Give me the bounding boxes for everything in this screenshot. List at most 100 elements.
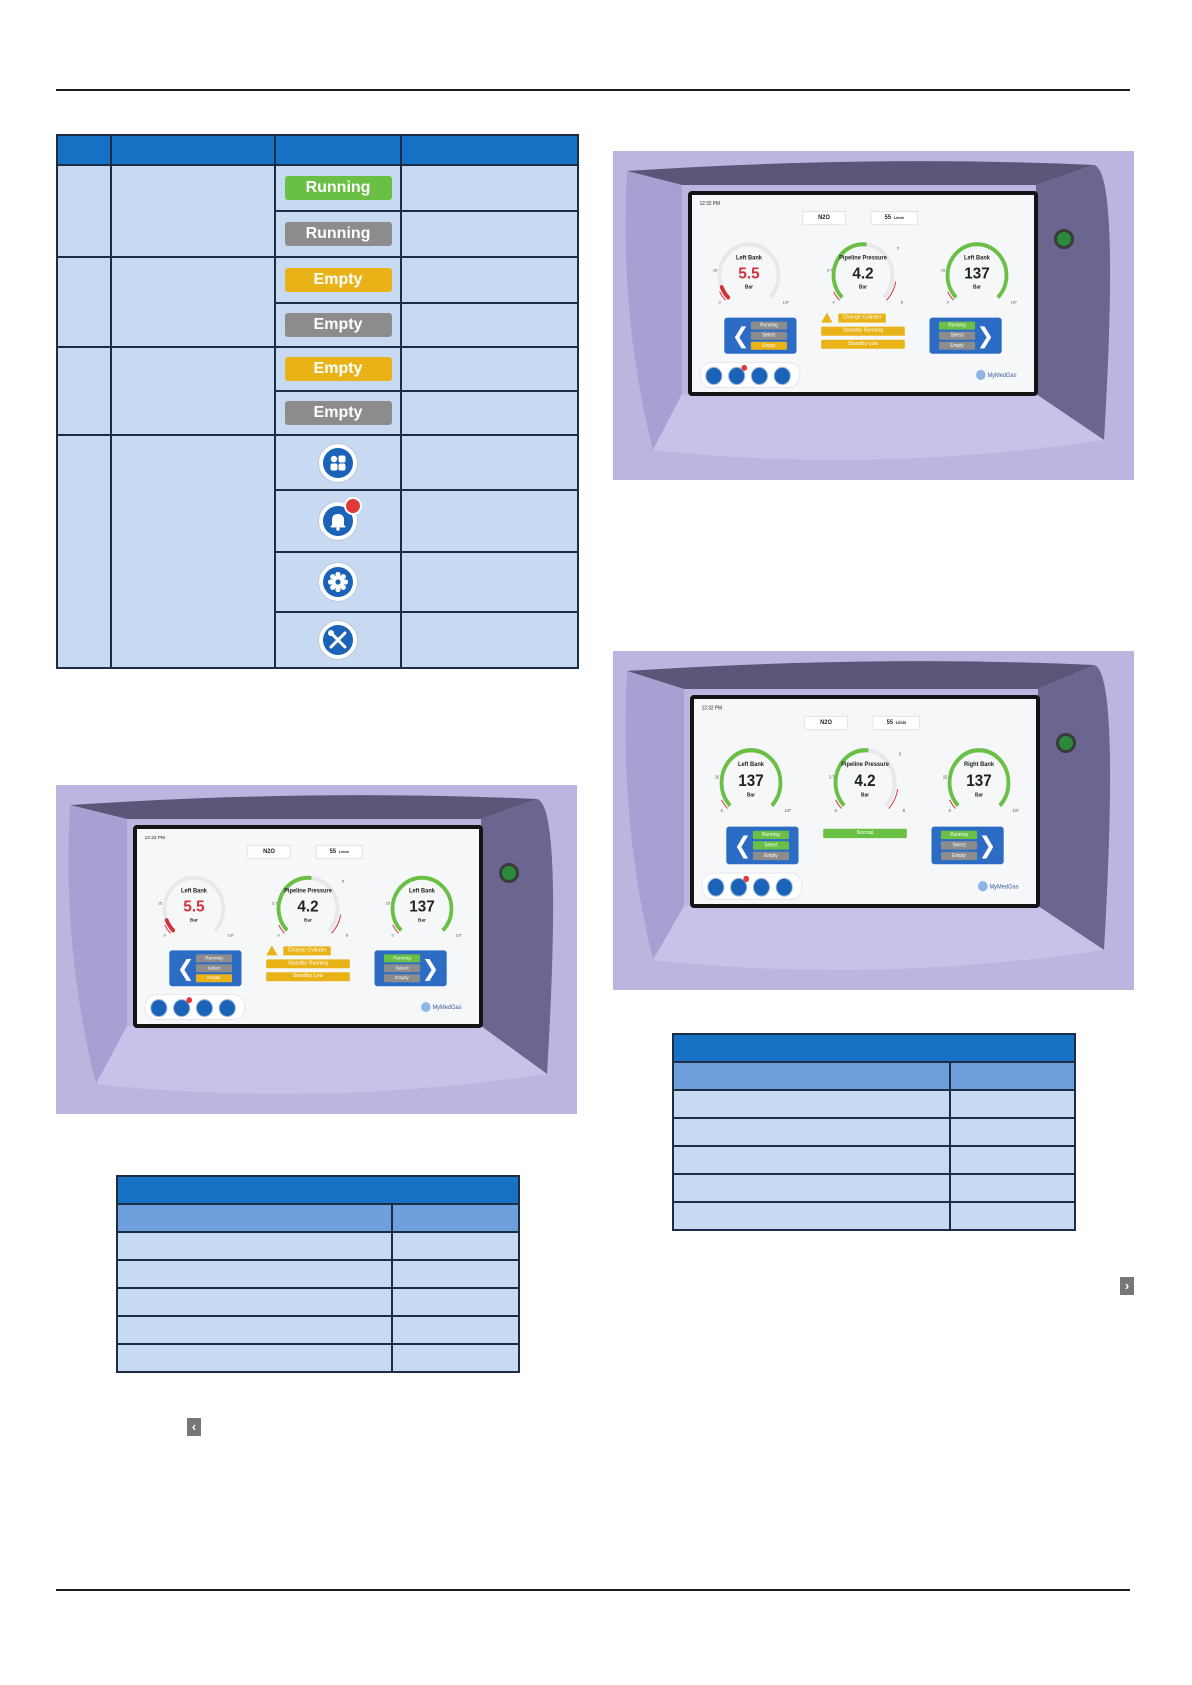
chevron-left-icon[interactable]: ❮ [733,831,752,858]
screen-icon-bar [701,872,803,900]
bank-status-empty[interactable]: Empty [195,974,232,983]
gauge-max-label: 8 [902,807,905,814]
settings-gear-icon[interactable] [750,366,768,385]
gauge-unit: Bar [745,284,753,291]
next-page-icon[interactable]: › [1120,1277,1134,1295]
logo-mark [976,369,986,380]
alarm-dot-icon [743,875,750,883]
bank-status-select[interactable]: Select [750,331,787,340]
gauge-label: Left Bank [409,888,435,895]
chevron-left-icon[interactable]: ❮ [731,322,750,348]
gauge-value-arc [390,875,454,932]
clock-time: 12:32 PM [699,201,720,208]
empty-badge-idle: Empty [284,401,392,425]
alarm-bell-icon[interactable] [728,364,748,385]
gauge-max-label: 137 [227,932,234,938]
chevron-right-icon[interactable]: ❯ [421,955,440,981]
bezel-right [1036,165,1111,440]
gauge-unit: Bar [190,917,198,924]
bank-status-empty[interactable]: Empty [941,851,978,861]
gauge-max-label: 137 [455,932,462,938]
bezel-bottom [653,394,1104,460]
bank-status-select[interactable]: Select [195,964,232,973]
alarm-bell-icon[interactable] [730,875,750,897]
chevron-right-icon[interactable]: ❯ [976,322,995,348]
gas-tab[interactable]: N2O [247,844,291,859]
tools-icon[interactable] [218,999,236,1018]
parameter-table [116,1175,520,1373]
flow-value: 55 [329,848,337,855]
bank-status-empty[interactable]: Empty [384,974,421,983]
gauge-low-label: 3.7 [826,267,833,273]
mymedgas-logo: MyMedGas [977,879,1025,892]
gauge-high-zone [331,914,342,934]
gauge-min-label: 0 [391,932,394,938]
gauge-label: Left Bank [181,888,207,895]
tools-icon[interactable] [773,366,791,385]
bank-status-empty[interactable]: Empty [750,341,787,350]
tools-icon[interactable] [775,877,793,897]
apps-icon[interactable] [707,877,725,897]
bank-status-select[interactable]: Select [939,331,976,340]
alarm-bell-icon[interactable] [173,997,193,1018]
gauge-min-label: 0 [948,807,951,814]
bank-status-select[interactable]: Select [752,841,789,850]
bank-status-running[interactable]: Running [384,954,421,963]
bank-status-select[interactable]: Select [384,964,421,973]
bank-status-running[interactable]: Running [752,830,789,840]
alarm-dot-icon [741,364,748,371]
gas-tab[interactable]: N2O [804,715,848,731]
bank-status-running[interactable]: Running [750,321,787,330]
gas-tab[interactable]: N2O [802,211,846,226]
gauge-high-label: 5 [898,751,902,757]
previous-page-icon[interactable]: ‹ [187,1418,201,1436]
chevron-right-icon[interactable]: ❯ [978,831,997,858]
bank-status-empty[interactable]: Empty [752,851,789,861]
parameter-table [672,1033,1076,1231]
change-cylinder-alert: Change Cylinder [838,313,886,323]
gauge-label: Pipeline Pressure [284,888,332,895]
apps-icon[interactable] [150,999,168,1018]
flow-value: 55 [884,215,892,222]
logo-mark [421,1002,431,1013]
bank-status-select[interactable]: Select [941,841,978,850]
table-row [56,434,579,669]
bank-status-running[interactable]: Running [195,954,232,963]
table-row [116,1259,520,1289]
gauge-low-zone [721,799,728,809]
gauge-low-label: 15 [712,267,718,273]
chevron-left-icon[interactable]: ❮ [176,955,195,981]
bezel-right [1038,665,1111,950]
bezel-left [625,671,684,960]
mymedgas-logo: MyMedGas [420,1000,468,1013]
gauge-track [717,242,781,299]
clock-time: 12:32 PM [701,705,722,712]
table-row: Running [56,164,579,258]
status-led [1054,229,1074,249]
settings-gear-icon[interactable] [195,999,213,1018]
bank-status-running[interactable]: Running [939,321,976,330]
settings-gear-icon[interactable] [752,877,770,897]
gauge-label: Left Bank [964,255,990,262]
bank-status-running[interactable]: Running [941,830,978,840]
bank-status-empty[interactable]: Empty [939,341,976,350]
apps-icon[interactable] [705,366,723,385]
gauge-min-label: 0 [834,807,837,814]
